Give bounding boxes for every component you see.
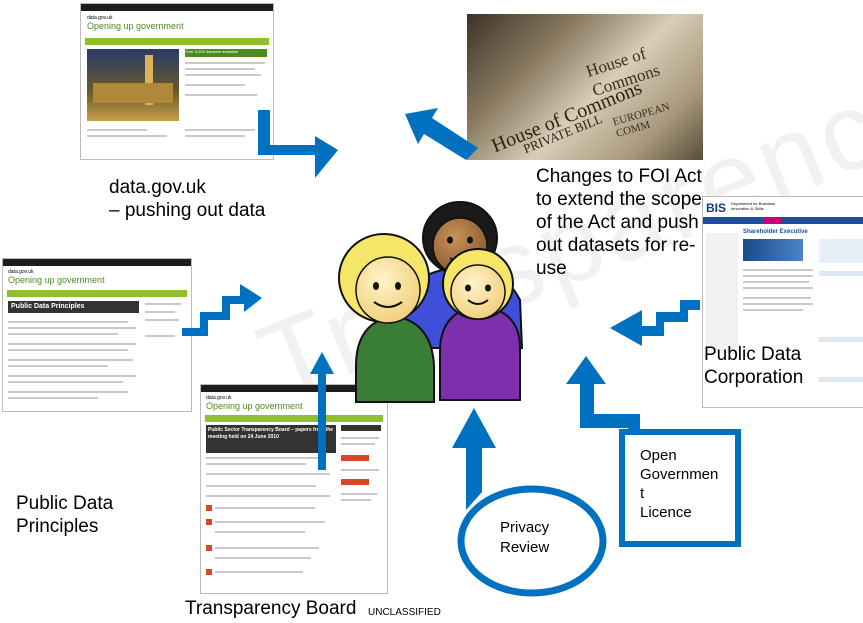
- principles-headline: Opening up government: [8, 275, 105, 285]
- arrow-foi: [405, 108, 478, 160]
- corporation-label: Public Data Corporation: [704, 344, 804, 388]
- arrow-transparency: [310, 352, 334, 470]
- classification-label: UNCLASSIFIED: [368, 607, 441, 618]
- arrow-ogl: [566, 356, 640, 432]
- arrow-bis: [610, 300, 700, 346]
- bis-screenshot: BIS Department for Business Innovation &…: [702, 196, 863, 408]
- commons-bill-photo: House of Commons PRIVATE BILL House of C…: [467, 14, 703, 160]
- ogl-box: [619, 429, 741, 547]
- privacy-label: Privacy Review: [500, 519, 550, 556]
- principles-brand: data.gov.uk: [8, 269, 34, 275]
- people-icon: [338, 201, 524, 403]
- datagov-label: data.gov.uk – pushing out data: [109, 177, 266, 221]
- arrow-principles: [182, 284, 262, 336]
- principles-title: Public Data Principles: [8, 301, 139, 313]
- datagov-headline: Opening up government: [87, 21, 184, 31]
- datagov-screenshot: data.gov.uk Opening up government Over 5…: [80, 3, 274, 160]
- bis-logo: BIS: [706, 201, 727, 215]
- arrow-datagov: [258, 110, 338, 178]
- arrow-privacy: [452, 408, 496, 510]
- transparency-title: Public Sector Transparency Board – paper…: [206, 425, 336, 453]
- foi-label: Changes to FOI Act to extend the scope o…: [536, 166, 702, 279]
- principles-screenshot: data.gov.uk Opening up government Public…: [2, 258, 192, 412]
- datagov-banner: Over 5,000 datasets available: [185, 49, 267, 57]
- bis-dept: Department for Business Innovation & Ski…: [731, 201, 776, 211]
- transparency-label: Transparency Board: [185, 598, 357, 619]
- privacy-ellipse: [457, 485, 607, 597]
- bis-title: Shareholder Executive: [743, 229, 808, 235]
- datagov-brand: data.gov.uk: [87, 15, 113, 21]
- transparency-headline: Opening up government: [206, 401, 303, 411]
- principles-label: Public Data Principles: [16, 493, 114, 537]
- transparency-screenshot: data.gov.uk Opening up government Public…: [200, 384, 388, 594]
- transparency-brand: data.gov.uk: [206, 395, 232, 401]
- ogl-label: Open Governmen t Licence: [640, 447, 719, 521]
- datagov-photo: [87, 49, 179, 121]
